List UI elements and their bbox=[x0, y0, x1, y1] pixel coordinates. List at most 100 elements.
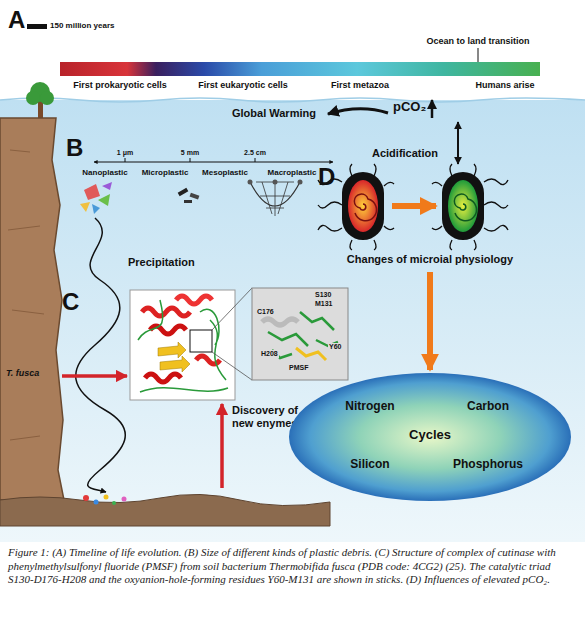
timeline-label: First metazoa bbox=[331, 80, 389, 90]
debris-label: Macroplastic bbox=[268, 168, 317, 177]
discovery-arrow bbox=[220, 404, 224, 488]
panel-label: C bbox=[62, 288, 79, 316]
scale-label: 150 million years bbox=[50, 21, 114, 30]
active-site-inset bbox=[268, 332, 308, 346]
timeline-bar bbox=[60, 48, 540, 76]
plastic-debris bbox=[178, 188, 189, 196]
protein-structure bbox=[212, 352, 252, 380]
plastic-debris bbox=[273, 180, 278, 185]
process-label: Acidification bbox=[372, 147, 438, 160]
residue-label: M131 bbox=[314, 300, 334, 308]
sea-floor bbox=[112, 501, 116, 505]
bacteria bbox=[392, 203, 436, 209]
timeline-label: Ocean to land transition bbox=[426, 36, 529, 46]
organism-label: T. fusca bbox=[6, 368, 39, 378]
protein-structure bbox=[150, 326, 186, 334]
bacteria bbox=[342, 172, 384, 240]
process-label: Precipitation bbox=[128, 256, 195, 269]
co2-arrows bbox=[457, 122, 459, 164]
timeline-label: First eukaryotic cells bbox=[198, 80, 288, 90]
sea-background bbox=[0, 100, 585, 542]
co2-arrows bbox=[328, 100, 458, 164]
bacteria bbox=[318, 164, 508, 250]
sea-floor bbox=[83, 495, 89, 501]
size-label: 1 μm bbox=[117, 149, 133, 157]
protein-structure bbox=[176, 296, 212, 304]
sea-floor bbox=[104, 495, 109, 500]
active-site-inset bbox=[252, 288, 348, 380]
sea-floor bbox=[0, 494, 330, 526]
bacteria bbox=[442, 172, 484, 240]
nutrient-cycle-ellipse: Nitrogen CarbonCyclesSilicon Phosphorus bbox=[288, 372, 572, 502]
protein-structure bbox=[145, 374, 181, 382]
size-label: 2.5 cm bbox=[244, 149, 266, 157]
size-scale-line bbox=[94, 158, 333, 162]
scale-bar bbox=[27, 24, 47, 29]
co2-arrows bbox=[328, 109, 388, 114]
active-site-inset bbox=[262, 319, 298, 325]
bacteria bbox=[348, 180, 378, 232]
residue-label: C176 bbox=[256, 308, 275, 316]
bacteria bbox=[354, 194, 376, 221]
cycle-label: Silicon bbox=[350, 458, 389, 472]
process-label: Global Warming bbox=[232, 107, 316, 120]
protein-structure bbox=[142, 308, 190, 316]
microbe-group: AcidificationChanges of microial physiol… bbox=[330, 145, 530, 270]
ellipse-outline bbox=[289, 373, 571, 501]
cliff bbox=[8, 150, 44, 440]
active-site-inset bbox=[296, 348, 326, 360]
plastic-debris bbox=[190, 193, 200, 200]
size-scale-line bbox=[94, 162, 333, 163]
tree bbox=[26, 82, 54, 120]
cycle-label: Cycles bbox=[409, 428, 451, 443]
scale-bar bbox=[27, 24, 47, 29]
plastic-debris bbox=[80, 180, 303, 217]
cliff bbox=[0, 118, 64, 500]
panel-label: D bbox=[318, 163, 335, 191]
active-site-inset: S130M131C176H208PMSFY60 bbox=[252, 288, 348, 380]
sea-floor bbox=[122, 497, 127, 502]
gas-label: pCO₂ bbox=[393, 100, 426, 115]
cycle-label: Nitrogen bbox=[345, 400, 394, 414]
protein-structure bbox=[130, 290, 235, 400]
active-site-inset bbox=[252, 288, 348, 380]
size-scale-line bbox=[125, 158, 255, 162]
protein-structure bbox=[130, 288, 252, 400]
co2-arrows bbox=[431, 100, 434, 118]
plastic-debris bbox=[80, 202, 90, 212]
tfusca-arrow bbox=[62, 376, 127, 377]
residue-label: Y60 bbox=[328, 343, 342, 351]
timeline-bar bbox=[478, 48, 479, 62]
tfusca-arrow bbox=[62, 374, 127, 378]
plastic-debris bbox=[184, 200, 192, 203]
protein-structure bbox=[160, 356, 190, 372]
process-label: Changes of microial physiology bbox=[347, 253, 513, 266]
tree bbox=[40, 91, 54, 105]
bacteria bbox=[454, 194, 476, 221]
residue-label: H208 bbox=[260, 350, 279, 358]
precipitation-path bbox=[76, 218, 126, 492]
active-site-inset bbox=[300, 312, 334, 330]
cycle-label: Phosphorus bbox=[453, 458, 523, 472]
figure-caption: Figure 1: (A) Timeline of life evolution… bbox=[8, 546, 577, 587]
plastic-debris bbox=[92, 204, 100, 214]
timeline-label: Humans arise bbox=[475, 80, 534, 90]
debris-label: Nanoplastic bbox=[82, 168, 127, 177]
bacteria bbox=[432, 164, 508, 250]
protein-structure bbox=[138, 300, 228, 392]
debris-label: Mesoplastic bbox=[202, 168, 248, 177]
precipitation-path bbox=[76, 218, 126, 492]
cycle-label: Carbon bbox=[467, 400, 509, 414]
plastic-debris bbox=[102, 182, 112, 190]
timeline-label: First prokaryotic cells bbox=[73, 80, 167, 90]
tree bbox=[26, 91, 40, 105]
bacteria bbox=[448, 180, 478, 232]
plastic-debris bbox=[298, 180, 303, 185]
timeline-bar bbox=[60, 62, 540, 76]
plastic-debris bbox=[248, 180, 253, 185]
plastic-debris bbox=[256, 182, 294, 216]
cliff bbox=[0, 118, 64, 500]
protein-structure bbox=[190, 330, 212, 352]
